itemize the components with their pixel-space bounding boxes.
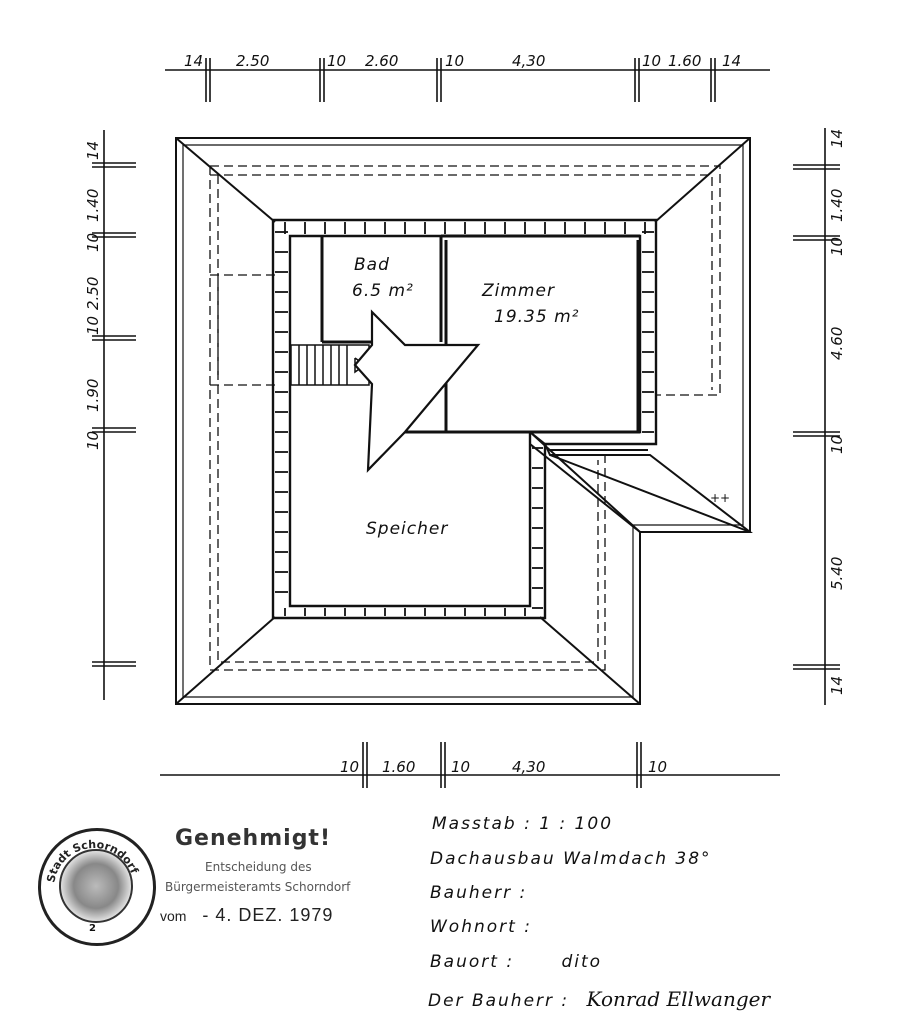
room-zimmer-name: Zimmer (481, 281, 555, 301)
dim-left-3: 10 (84, 233, 102, 252)
dim-left-1: 14 (84, 141, 102, 160)
dim-top-9: 14 (722, 52, 741, 70)
dim-right-1: 14 (828, 129, 846, 148)
dim-right-3: 10 (828, 237, 846, 256)
dim-left-2: 1.40 (84, 189, 102, 222)
dim-right-5: 10 (828, 435, 846, 454)
room-zimmer-area: 19.35 m² (494, 307, 579, 327)
dim-top-8: 1.60 (668, 52, 701, 70)
dim-right-4: 4.60 (828, 327, 846, 360)
skylight-mark: ++ (710, 491, 730, 505)
dim-left-6: 1.90 (84, 379, 102, 412)
bauherr-label: Bauherr : (430, 883, 528, 903)
approval-title: Genehmigt! (175, 826, 331, 851)
left-dim-labels: 14 1.40 10 2.50 10 1.90 10 (84, 141, 102, 450)
dim-left-7: 10 (84, 431, 102, 450)
left-dimension-line (92, 130, 136, 700)
dim-top-2: 2.50 (236, 52, 269, 70)
room-speicher-name: Speicher (366, 519, 448, 539)
dim-right-2: 1.40 (828, 189, 846, 222)
room-bad-name: Bad (354, 255, 390, 275)
city-seal: Stadt Schorndorf 2 (38, 828, 156, 946)
owner-signature: Konrad Ellwanger (586, 987, 771, 1011)
dashed-eave-line (209, 165, 721, 671)
dim-bottom-1: 10 (340, 758, 359, 776)
dim-bottom-3: 10 (451, 758, 470, 776)
seal-number: 2 (89, 923, 96, 934)
bauort-value: dito (561, 952, 603, 972)
dim-left-5: 10 (84, 316, 102, 335)
dim-right-7: 14 (828, 676, 846, 695)
dim-top-1: 14 (184, 52, 203, 70)
dim-bottom-5: 10 (648, 758, 667, 776)
der-bauherr-row: Der Bauherr : Konrad Ellwanger (428, 987, 770, 1011)
dim-left-4: 2.50 (84, 277, 102, 310)
approval-line-1: Entscheidung des (205, 860, 312, 874)
dim-top-5: 10 (445, 52, 464, 70)
approval-line-2: Bürgermeisteramts Schorndorf (165, 880, 351, 894)
approval-date: - 4. DEZ. 1979 (202, 905, 334, 925)
dormer-shape (353, 309, 481, 473)
interior-walls (320, 234, 640, 434)
wohnort-label: Wohnort : (430, 917, 532, 937)
dim-top-3: 10 (327, 52, 346, 70)
wall-bricks (275, 222, 654, 616)
dim-bottom-2: 1.60 (382, 758, 415, 776)
dim-top-4: 2.60 (365, 52, 398, 70)
bauort-row: Bauort : dito (430, 952, 602, 972)
scale-label: Masstab : 1 : 100 (432, 814, 614, 834)
bottom-dimension-line (160, 742, 780, 788)
bauort-label: Bauort : (430, 952, 515, 972)
skylight-window: ++ (529, 431, 753, 533)
project-label: Dachausbau Walmdach 38° (430, 849, 712, 869)
seal-emblem (59, 849, 133, 923)
approval-date-row: vom - 4. DEZ. 1979 (160, 905, 333, 926)
right-dimension-line (793, 128, 840, 705)
der-bauherr-label: Der Bauherr : (428, 991, 570, 1011)
top-dimension-line (165, 58, 770, 102)
dim-bottom-4: 4,30 (512, 758, 545, 776)
approval-vom: vom (160, 908, 187, 924)
room-bad-area: 6.5 m² (352, 281, 414, 301)
dim-right-6: 5.40 (828, 557, 846, 590)
dim-top-7: 10 (642, 52, 661, 70)
dim-top-6: 4,30 (512, 52, 545, 70)
